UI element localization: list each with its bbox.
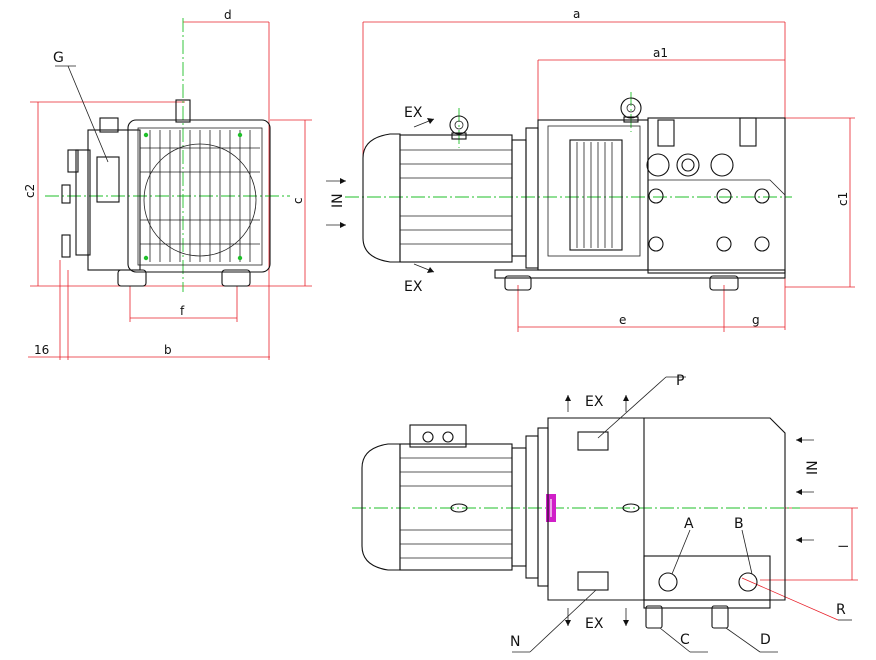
label-ex-plan-bottom: EX bbox=[585, 616, 604, 632]
side-view bbox=[326, 21, 855, 332]
dim-c: c bbox=[291, 197, 305, 204]
label-plate-g bbox=[96, 156, 120, 203]
dim-c2: c2 bbox=[23, 184, 37, 198]
plan-motor-fins bbox=[400, 457, 512, 559]
callout-a: A bbox=[684, 516, 694, 532]
terminal-box bbox=[409, 424, 467, 448]
callout-c: C bbox=[680, 632, 690, 648]
label-ex-top: EX bbox=[404, 105, 423, 121]
fan-grille bbox=[140, 130, 260, 262]
flow-labels: EX EX IN EX EX IN bbox=[330, 105, 821, 632]
dim-a1: a1 bbox=[653, 46, 668, 60]
callout-g: G bbox=[53, 50, 64, 66]
dim-d: d bbox=[224, 8, 232, 22]
callout-d: D bbox=[760, 632, 771, 648]
dim-16: 16 bbox=[34, 343, 49, 357]
callout-n: N bbox=[510, 634, 520, 650]
callout-labels: G P N A B C D R bbox=[53, 50, 846, 650]
dimension-labels: a a1 d b 16 f e g c2 c c1 l bbox=[23, 7, 851, 548]
callout-p: P bbox=[676, 373, 684, 389]
label-in-plan: IN bbox=[805, 460, 821, 475]
label-ex-bottom: EX bbox=[404, 279, 423, 295]
dim-c1: c1 bbox=[836, 192, 850, 206]
pump-cooling-fins bbox=[569, 139, 623, 251]
end-view bbox=[28, 18, 312, 360]
callout-r: R bbox=[836, 602, 846, 618]
callout-b: B bbox=[734, 516, 744, 532]
dim-f: f bbox=[180, 304, 185, 318]
dim-l: l bbox=[837, 545, 851, 548]
dim-g: g bbox=[752, 313, 760, 327]
label-in: IN bbox=[330, 193, 346, 208]
dim-b: b bbox=[164, 343, 172, 357]
dim-e: e bbox=[619, 313, 626, 327]
dim-a: a bbox=[573, 7, 580, 21]
plan-view bbox=[352, 376, 858, 653]
motor-fins bbox=[400, 149, 512, 245]
label-ex-plan-top: EX bbox=[585, 394, 604, 410]
